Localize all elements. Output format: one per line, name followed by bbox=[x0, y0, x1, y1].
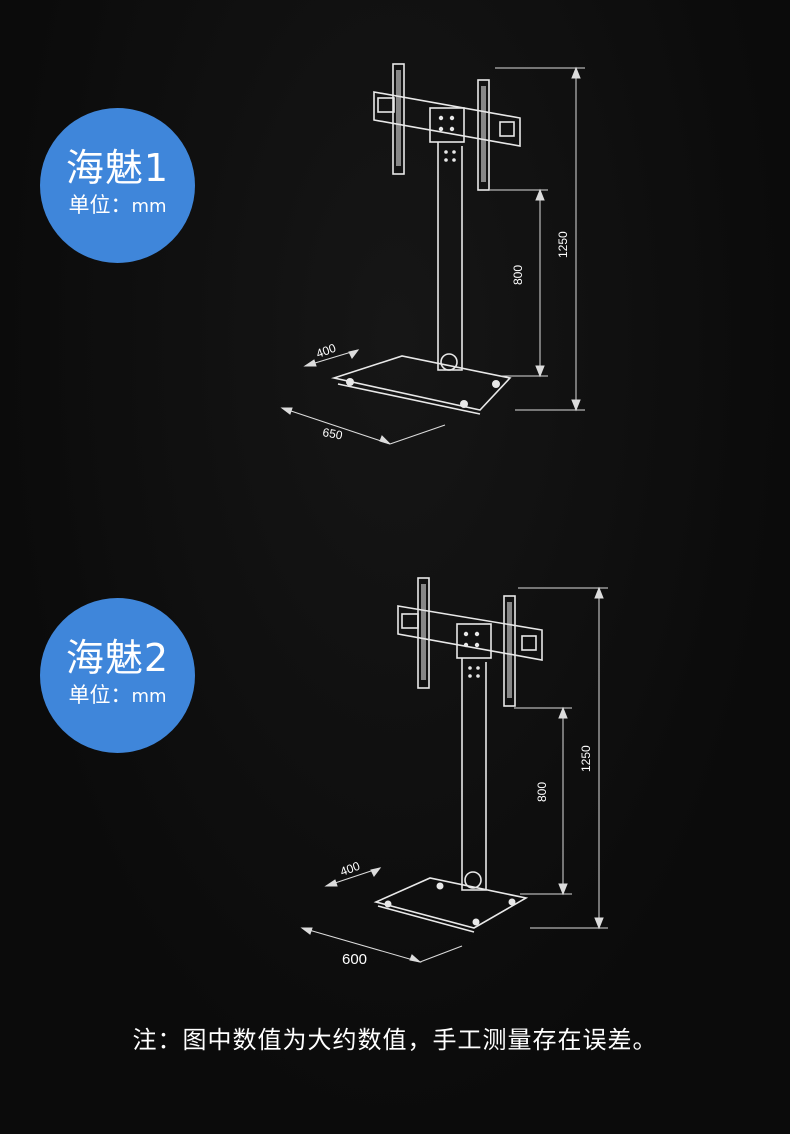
unit-line-2: 单位：mm bbox=[40, 680, 195, 712]
dim-depth-1: 400 bbox=[314, 341, 338, 361]
bracket-plate bbox=[373, 91, 521, 147]
bracket-arm-left bbox=[392, 63, 405, 175]
bracket2-arm-left bbox=[417, 577, 430, 689]
dim-depth-2: 400 bbox=[338, 859, 362, 879]
dim-height-2: 1250 bbox=[579, 745, 593, 772]
base-plate-edge bbox=[337, 383, 481, 415]
dim-width-2: 600 bbox=[342, 951, 367, 968]
unit-value-1: mm bbox=[131, 196, 167, 217]
unit-label-2: 单位： bbox=[68, 683, 132, 707]
center-mount-2 bbox=[456, 623, 492, 659]
bracket-slot-right bbox=[499, 121, 515, 137]
center-mount bbox=[429, 107, 465, 143]
bracket2-arm-right bbox=[503, 595, 516, 707]
dim-pole-1: 800 bbox=[511, 265, 525, 285]
dim-height-1: 1250 bbox=[556, 231, 570, 258]
bracket-arm-right bbox=[477, 79, 490, 191]
unit-label-1: 单位： bbox=[68, 193, 132, 217]
disclaimer-note: 注：图中数值为大约数值，手工测量存在误差。 bbox=[132, 1026, 658, 1054]
base-plate-2 bbox=[373, 877, 529, 929]
unit-value-2: mm bbox=[131, 686, 167, 707]
stand-pole-2 bbox=[461, 658, 487, 891]
model-name-2: 海魅2 bbox=[65, 636, 170, 680]
unit-line-1: 单位：mm bbox=[40, 190, 195, 222]
dim-width-1: 650 bbox=[321, 425, 343, 442]
model-badge-2: 海魅2 单位：mm bbox=[40, 598, 195, 753]
base-plate bbox=[330, 355, 512, 411]
stand-diagram-2: 1250 800 400 600 bbox=[300, 577, 608, 968]
model-badge-1: 海魅1 单位：mm bbox=[40, 108, 195, 263]
stand-diagram-1: 1250 800 400 650 bbox=[280, 63, 585, 445]
cable-hole bbox=[440, 353, 458, 371]
bracket2-slot-right bbox=[521, 635, 537, 651]
cable-hole-2 bbox=[464, 871, 482, 889]
base-plate-edge-2 bbox=[377, 905, 475, 933]
bracket2-plate bbox=[397, 605, 543, 661]
bracket-slot-left bbox=[377, 97, 395, 113]
model-name-1: 海魅1 bbox=[65, 146, 170, 190]
bracket2-slot-left bbox=[401, 613, 419, 629]
dim-pole-2: 800 bbox=[535, 782, 549, 802]
